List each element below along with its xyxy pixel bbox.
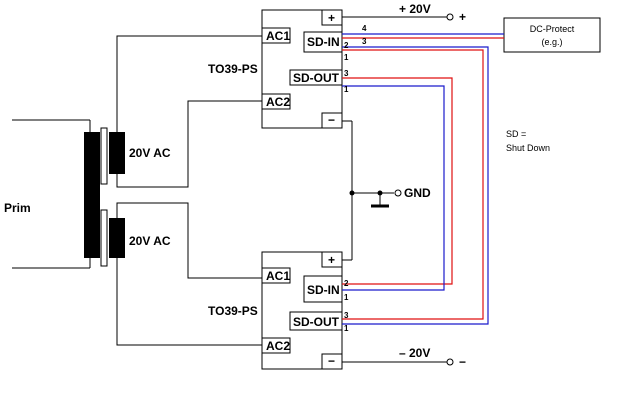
ac1-bottom-label: AC1 bbox=[266, 269, 290, 283]
pin-number-2-bottom: 2 bbox=[344, 279, 349, 288]
wire-sd-out-top-to-sd-in-bottom-1 bbox=[342, 85, 445, 291]
sd-signal-wiring bbox=[342, 33, 504, 325]
secondary-bottom-label: 20V AC bbox=[129, 234, 171, 248]
wire-ac1-top bbox=[116, 35, 262, 132]
pin-number-1-top-in: 1 bbox=[344, 53, 349, 62]
transformer bbox=[84, 127, 125, 267]
pin-number-1-bottom-in: 1 bbox=[344, 293, 349, 302]
wire-sd-in-top-to-sd-out-bottom-3 bbox=[342, 49, 484, 320]
sd-out-bottom-label: SD-OUT bbox=[293, 315, 340, 329]
junction-dot-gnd bbox=[349, 190, 355, 196]
transformer-secondary-bottom-core bbox=[109, 218, 125, 258]
gnd-label: GND bbox=[404, 186, 431, 200]
transformer-secondary-top-core bbox=[109, 132, 125, 174]
ac1-pin-bottom bbox=[261, 267, 291, 284]
sd-in-bottom-label: SD-IN bbox=[307, 283, 340, 297]
wire-ac2-top bbox=[116, 100, 262, 188]
ac-wiring bbox=[116, 35, 262, 346]
plus-20v-label: + 20V bbox=[399, 2, 431, 16]
minus-sign-terminal: − bbox=[459, 355, 466, 369]
secondary-top-label: 20V AC bbox=[129, 146, 171, 160]
pin-number-4: 4 bbox=[362, 24, 367, 33]
ac2-bottom-label: AC2 bbox=[266, 339, 290, 353]
plus-bottom-label: + bbox=[328, 253, 335, 267]
power-supply-top-label: TO39-PS bbox=[208, 62, 258, 76]
minus-bottom-label: − bbox=[328, 354, 335, 368]
transformer-winding-bottom bbox=[100, 209, 108, 267]
pin-number-1-bottom-out: 1 bbox=[344, 324, 349, 333]
power-supply-bottom-label: TO39-PS bbox=[208, 304, 258, 318]
plus-20v-terminal bbox=[446, 13, 454, 21]
pin-number-3-dc: 3 bbox=[362, 37, 367, 46]
dc-protect-label: DC-Protect bbox=[530, 24, 575, 34]
wire-sd-in-top-to-sd-out-bottom-1 bbox=[342, 46, 489, 325]
sd-in-pin-top bbox=[303, 31, 343, 53]
junction-dot-earth bbox=[377, 190, 383, 196]
pin-number-2-top: 2 bbox=[344, 41, 349, 50]
prim-label: Prim bbox=[4, 201, 31, 215]
minus-top-label: − bbox=[328, 113, 335, 127]
sd-note-line2: Shut Down bbox=[506, 143, 550, 153]
dc-wiring bbox=[342, 16, 447, 363]
transformer-primary-core bbox=[84, 132, 100, 258]
dc-protect-note: (e.g.) bbox=[541, 37, 562, 47]
wire-sd-out-top-to-sd-in-bottom-3 bbox=[342, 77, 453, 285]
transformer-winding-top bbox=[100, 127, 108, 185]
minus-20v-label: – 20V bbox=[399, 346, 430, 360]
sd-in-top-label: SD-IN bbox=[307, 35, 340, 49]
sd-note-line1: SD = bbox=[506, 129, 526, 139]
sd-out-pin-bottom bbox=[289, 311, 343, 331]
gnd-terminal bbox=[394, 189, 402, 197]
ac2-top-label: AC2 bbox=[266, 95, 290, 109]
dc-protect-box bbox=[503, 17, 601, 53]
minus-20v-terminal bbox=[446, 358, 454, 366]
wire-ac1-bottom bbox=[116, 202, 262, 279]
pin-number-3-top-out: 3 bbox=[344, 69, 349, 78]
sd-out-top-label: SD-OUT bbox=[293, 71, 340, 85]
ac1-top-label: AC1 bbox=[266, 29, 290, 43]
wire-ac2-bottom bbox=[116, 258, 262, 346]
pin-number-1-top-out: 1 bbox=[344, 85, 349, 94]
plus-top-label: + bbox=[328, 11, 335, 25]
sd-in-pin-bottom bbox=[303, 275, 343, 303]
pin-number-3-bottom-out: 3 bbox=[344, 311, 349, 320]
plus-sign-terminal: + bbox=[459, 10, 466, 24]
